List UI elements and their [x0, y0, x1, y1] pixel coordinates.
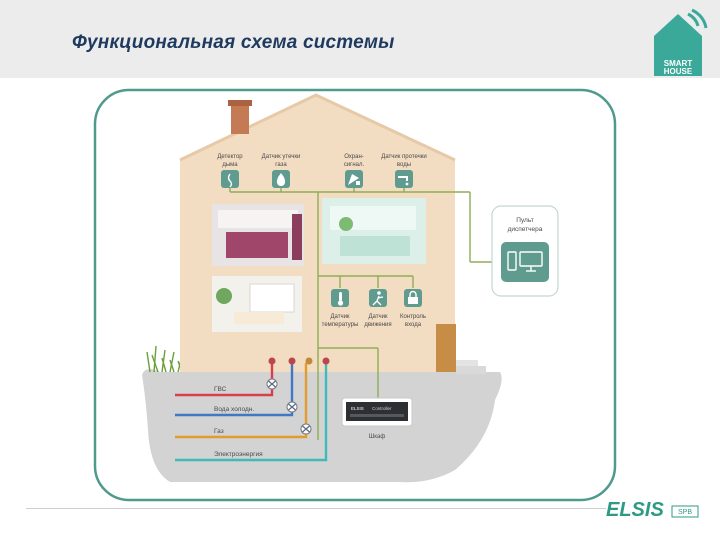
controller-label: Шкаф: [369, 434, 386, 440]
sensor-motion-label1: Датчик: [368, 314, 387, 320]
utility-pipes: [175, 363, 328, 462]
page-title: Функциональная схема системы: [72, 32, 395, 53]
utility-label-gas: Газ: [214, 428, 224, 435]
siren-icon: [345, 170, 363, 188]
sensor-alarm-label2: сигнал.: [344, 162, 365, 168]
ground: [142, 369, 502, 483]
sensor-smoke-label1: Детектор: [217, 154, 243, 160]
smoke-detector-icon: [221, 170, 239, 188]
sensor-leak-label1: Датчик протечки: [381, 154, 427, 160]
smart-house-logo: SMART HOUSE: [654, 8, 708, 76]
brand-suffix: SPB: [678, 509, 692, 516]
water-tap-icon: [395, 170, 413, 188]
valve-icon: [300, 423, 312, 435]
utility-label-hot-water: ГВС: [214, 386, 227, 393]
sensor-gas-label1: Датчик утечки: [262, 154, 301, 160]
logo-line1: SMART: [664, 59, 693, 68]
valve-icon: [286, 401, 298, 413]
valve-icon: [266, 378, 278, 390]
house-wifi-icon: [654, 14, 702, 58]
steps: [456, 366, 486, 374]
controller-brand: ELSIS: [351, 406, 364, 411]
sensor-temp-label2: температуры: [322, 322, 359, 328]
utility-label-cold-water: Вода холодн.: [214, 406, 254, 413]
controller-model: Controller: [372, 406, 392, 411]
sensor-alarm-label1: Охран-: [344, 154, 364, 160]
elsis-brand-logo: ELSIS SPB: [606, 499, 699, 521]
brand-text: ELSIS: [606, 499, 664, 521]
chimney: [231, 104, 249, 134]
sensor-motion-label2: движения: [364, 322, 391, 328]
utility-label-electricity: Электроэнергия: [214, 451, 263, 458]
door: [436, 324, 456, 372]
room-kitchen: [212, 204, 304, 266]
thermometer-icon: [331, 289, 349, 307]
console-label1: Пульт: [516, 217, 533, 224]
room-living: [212, 276, 302, 332]
gas-flame-icon: [272, 170, 290, 188]
sensor-temp-label1: Датчик: [330, 314, 349, 320]
lock-icon: [404, 289, 422, 307]
controller-cabinet: ELSIS Controller Шкаф: [341, 397, 413, 440]
diagram-frame: [93, 88, 617, 502]
room-bathroom: [322, 198, 426, 264]
sensor-access-label2: входа: [405, 322, 422, 328]
sensor-gas-label2: газа: [275, 162, 287, 168]
sensor-access-label1: Контроль: [400, 314, 426, 320]
bottom-divider: [26, 508, 606, 509]
sensor-smoke-label2: дыма: [222, 162, 238, 168]
logo-line2: HOUSE: [664, 67, 693, 76]
header-band: [0, 0, 720, 78]
console-label2: диспетчера: [508, 226, 543, 233]
motion-person-icon: [369, 289, 387, 307]
dispatcher-console: Пульт диспетчера: [491, 205, 559, 297]
monitor-icon: [501, 242, 549, 282]
sensor-leak-label2: воды: [397, 162, 411, 168]
